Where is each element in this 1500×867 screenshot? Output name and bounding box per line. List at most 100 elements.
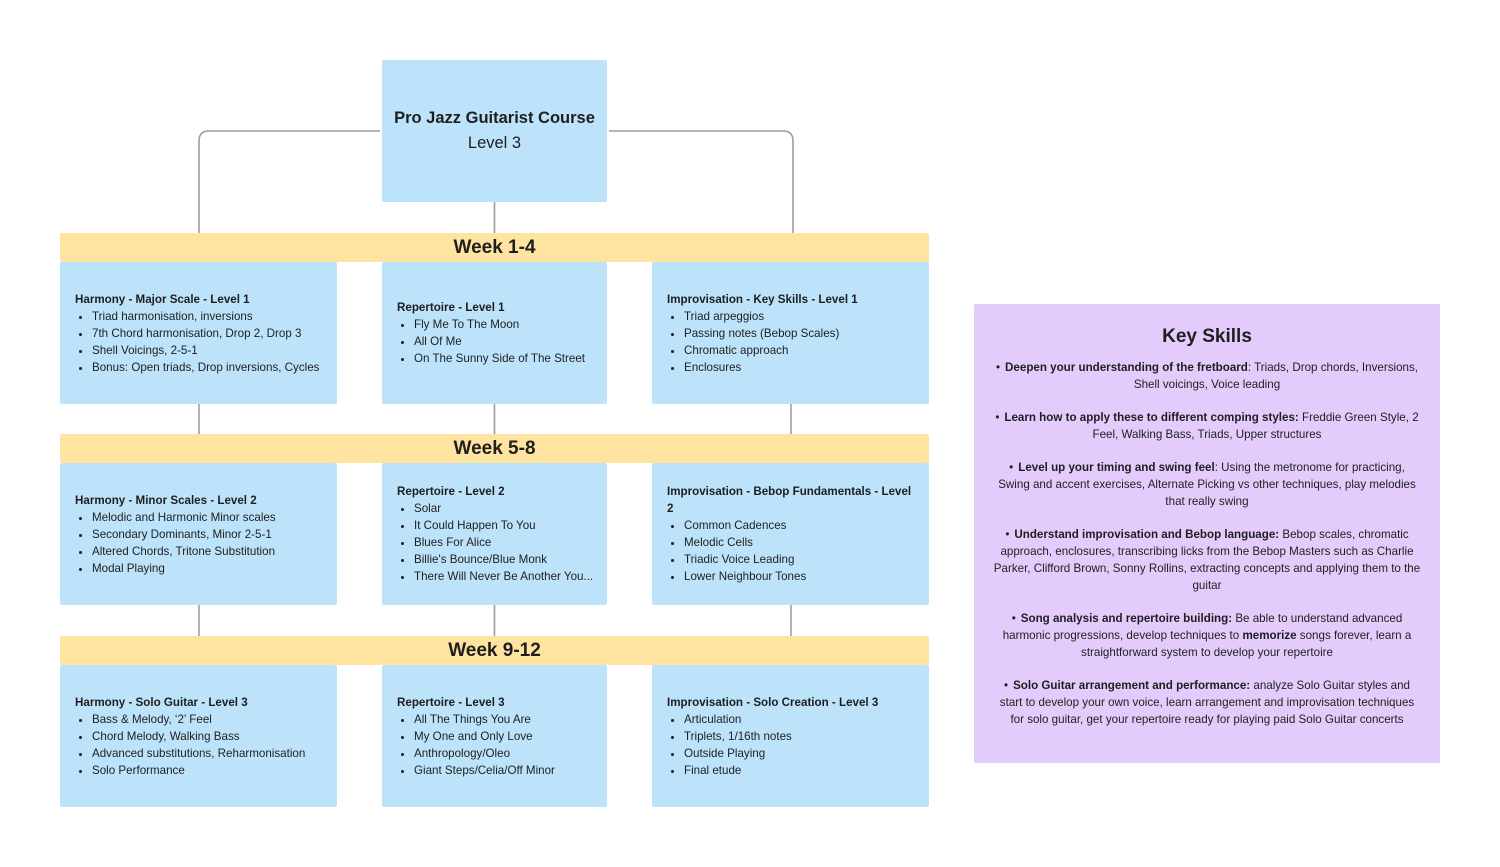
card-title: Repertoire - Level 1 [397, 301, 505, 314]
card-list: Melodic and Harmonic Minor scales Second… [75, 509, 327, 577]
key-skill-item: • Understand improvisation and Bebop lang… [992, 526, 1422, 594]
key-skill-item: • Learn how to apply these to different c… [992, 409, 1422, 443]
card-list: All The Things You Are My One and Only L… [397, 711, 597, 779]
key-skill-emphasis: memorize [1242, 629, 1297, 642]
list-item: Bass & Melody, ‘2’ Feel [92, 711, 327, 728]
list-item: Passing notes (Bebop Scales) [684, 325, 919, 342]
bullet-icon: • [995, 411, 1000, 424]
list-item: Fly Me To The Moon [414, 316, 597, 333]
list-item: Blues For Alice [414, 534, 597, 551]
key-skill-lead: Solo Guitar arrangement and performance: [1013, 679, 1251, 692]
key-skill-lead: Understand improvisation and Bebop langu… [1014, 528, 1280, 541]
key-skill-text: Freddie Green Style, 2 Feel, Walking Bas… [1092, 411, 1419, 441]
list-item: All Of Me [414, 333, 597, 350]
list-item: There Will Never Be Another You... [414, 568, 597, 585]
card-improvisation-level-1: Improvisation - Key Skills - Level 1 Tri… [652, 262, 929, 404]
key-skill-lead: Deepen your understanding of the fretboa… [1005, 361, 1248, 374]
bullet-icon: • [1004, 679, 1009, 692]
key-skill-item: • Level up your timing and swing feel: Us… [992, 459, 1422, 510]
list-item: Altered Chords, Tritone Substitution [92, 543, 327, 560]
list-item: Enclosures [684, 359, 919, 376]
list-item: Common Cadences [684, 517, 919, 534]
key-skill-item: •Song analysis and repertoire building: … [992, 610, 1422, 661]
list-item: Chord Melody, Walking Bass [92, 728, 327, 745]
key-skill-text: Bebop scales, chromatic approach, enclos… [993, 528, 1421, 592]
bullet-icon: • [1005, 528, 1010, 541]
list-item: Giant Steps/Celia/Off Minor [414, 762, 597, 779]
list-item: Billie's Bounce/Blue Monk [414, 551, 597, 568]
list-item: Modal Playing [92, 560, 327, 577]
card-repertoire-level-3: Repertoire - Level 3 All The Things You … [382, 665, 607, 807]
week-band-2: Week 5-8 [60, 434, 929, 463]
card-improvisation-level-3: Improvisation - Solo Creation - Level 3 … [652, 665, 929, 807]
list-item: Shell Voicings, 2-5-1 [92, 342, 327, 359]
week-band-3: Week 9-12 [60, 636, 929, 665]
list-item: Secondary Dominants, Minor 2-5-1 [92, 526, 327, 543]
key-skill-text: analyze Solo Guitar styles and start to … [999, 679, 1415, 726]
key-skill-lead: Learn how to apply these to different co… [1004, 411, 1299, 424]
list-item: 7th Chord harmonisation, Drop 2, Drop 3 [92, 325, 327, 342]
key-skill-text: : Triads, Drop chords, Inversions, Shell… [1133, 361, 1418, 391]
key-skill-lead: Song analysis and repertoire building: [1020, 612, 1233, 625]
key-skill-lead: Level up your timing and swing feel [1018, 461, 1215, 474]
card-list: Triad harmonisation, inversions 7th Chor… [75, 308, 327, 376]
key-skills-panel: Key Skills • Deepen your understanding of… [974, 304, 1440, 763]
key-skill-text: Be able to understand advanced harmonic … [1002, 612, 1403, 642]
card-list: Common Cadences Melodic Cells Triadic Vo… [667, 517, 919, 585]
card-harmony-level-3: Harmony - Solo Guitar - Level 3 Bass & M… [60, 665, 337, 807]
list-item: Lower Neighbour Tones [684, 568, 919, 585]
list-item: Melodic and Harmonic Minor scales [92, 509, 327, 526]
course-level: Level 3 [467, 134, 522, 152]
card-title: Harmony - Solo Guitar - Level 3 [75, 695, 248, 709]
list-item: Triplets, 1/16th notes [684, 728, 919, 745]
key-skill-text: songs forever, learn a straightforward s… [1081, 629, 1412, 659]
key-skills-title: Key Skills [1162, 326, 1252, 347]
card-title: Repertoire - Level 2 [397, 485, 505, 498]
list-item: Triad arpeggios [684, 308, 919, 325]
list-item: On The Sunny Side of The Street [414, 350, 597, 367]
card-title: Improvisation - Key Skills - Level 1 [667, 292, 858, 306]
list-item: Solar [414, 500, 597, 517]
card-list: Solar It Could Happen To You Blues For A… [397, 500, 597, 585]
list-item: Triad harmonisation, inversions [92, 308, 327, 325]
key-skill-text: : Using the metronome for practicing, Sw… [998, 461, 1416, 508]
card-improvisation-level-2: Improvisation - Bebop Fundamentals - Lev… [652, 463, 929, 605]
list-item: Triadic Voice Leading [684, 551, 919, 568]
list-item: Final etude [684, 762, 919, 779]
list-item: Chromatic approach [684, 342, 919, 359]
card-list: Triad arpeggios Passing notes (Bebop Sca… [667, 308, 919, 376]
list-item: My One and Only Love [414, 728, 597, 745]
week-band-1: Week 1-4 [60, 233, 929, 262]
card-title: Repertoire - Level 3 [397, 695, 505, 709]
list-item: Bonus: Open triads, Drop inversions, Cyc… [92, 359, 327, 376]
list-item: Anthropology/Oleo [414, 745, 597, 762]
list-item: Advanced substitutions, Reharmonisation [92, 745, 327, 762]
card-list: Fly Me To The Moon All Of Me On The Sunn… [397, 316, 597, 367]
list-item: Solo Performance [92, 762, 327, 779]
card-list: Bass & Melody, ‘2’ Feel Chord Melody, Wa… [75, 711, 327, 779]
list-item: Articulation [684, 711, 919, 728]
list-item: Melodic Cells [684, 534, 919, 551]
card-list: Articulation Triplets, 1/16th notes Outs… [667, 711, 919, 779]
card-repertoire-level-1: Repertoire - Level 1 Fly Me To The Moon … [382, 262, 607, 404]
card-repertoire-level-2: Repertoire - Level 2 Solar It Could Happ… [382, 463, 607, 605]
connector-root-right [609, 130, 794, 234]
course-title: Pro Jazz Guitarist Course [394, 109, 595, 127]
key-skill-item: • Solo Guitar arrangement and performance… [992, 677, 1422, 728]
list-item: Outside Playing [684, 745, 919, 762]
card-title: Improvisation - Bebop Fundamentals - Lev… [667, 485, 912, 515]
card-title: Harmony - Minor Scales - Level 2 [75, 493, 257, 507]
card-harmony-level-1: Harmony - Major Scale - Level 1 Triad ha… [60, 262, 337, 404]
list-item: It Could Happen To You [414, 517, 597, 534]
connector-root-left [198, 130, 380, 234]
bullet-icon: • [995, 361, 1001, 374]
bullet-icon: • [1011, 612, 1016, 625]
card-harmony-level-2: Harmony - Minor Scales - Level 2 Melodic… [60, 463, 337, 605]
list-item: All The Things You Are [414, 711, 597, 728]
card-title: Improvisation - Solo Creation - Level 3 [667, 695, 879, 709]
bullet-icon: • [1009, 461, 1014, 474]
key-skill-item: • Deepen your understanding of the fretbo… [992, 359, 1422, 393]
card-title: Harmony - Major Scale - Level 1 [75, 292, 250, 306]
course-title-box: Pro Jazz Guitarist Course Level 3 [382, 60, 607, 202]
